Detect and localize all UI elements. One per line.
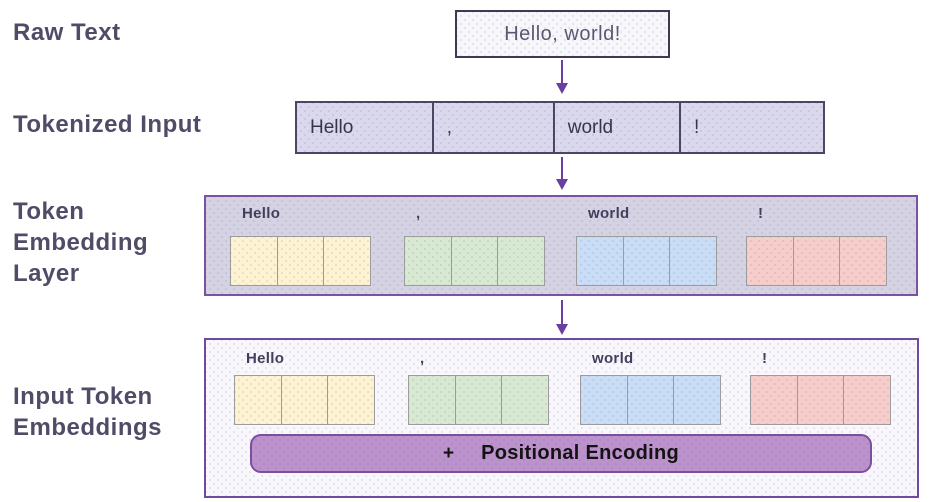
embedding-cell — [576, 236, 624, 286]
embedding-cell — [750, 375, 798, 425]
arrow-head — [556, 324, 568, 335]
embedding-vector — [576, 236, 717, 286]
embedding-cell — [622, 236, 671, 286]
embedding-group-label: Hello — [242, 205, 281, 222]
token-text: , — [446, 116, 453, 138]
embedding-group-comma: , — [404, 205, 545, 286]
embedding-group-label: world — [592, 350, 634, 367]
token-embedding-layer-box: Hello , world ! — [204, 195, 918, 296]
embedding-group-label: Hello — [246, 350, 285, 367]
embedding-group-hello: Hello — [234, 350, 375, 425]
stage-label-raw-text: Raw Text — [13, 19, 121, 46]
token-cell-comma: , — [434, 103, 555, 152]
embedding-cell — [404, 236, 452, 286]
stage-label-token-embedding-layer: Token Embedding Layer — [13, 198, 149, 287]
positional-encoding-bar: + Positional Encoding — [250, 434, 872, 473]
embedding-group-label: , — [416, 205, 421, 222]
embedding-cell — [792, 236, 841, 286]
embedding-cell — [327, 375, 375, 425]
arrow-head — [556, 83, 568, 94]
embedding-cell — [501, 375, 549, 425]
embedding-group-exclamation: ! — [746, 205, 887, 286]
embedding-cell — [450, 236, 499, 286]
embedding-cell — [408, 375, 456, 425]
positional-encoding-label: Positional Encoding — [481, 442, 680, 464]
token-cell-world: world — [555, 103, 681, 152]
arrow-shaft — [561, 157, 563, 179]
token-text: world — [567, 116, 614, 138]
embedding-cell — [230, 236, 278, 286]
embedding-cell — [497, 236, 545, 286]
embedding-cell — [746, 236, 794, 286]
embedding-cell — [234, 375, 282, 425]
embedding-cell — [580, 375, 628, 425]
embedding-group-world: world — [576, 205, 717, 286]
raw-text-box: Hello, world! — [455, 10, 670, 58]
raw-text-value: Hello, world! — [504, 22, 621, 45]
embedding-group-label: , — [420, 350, 425, 367]
embedding-cell — [454, 375, 503, 425]
embedding-cell — [669, 236, 717, 286]
down-arrow-icon — [555, 157, 569, 190]
tokenized-input-row: Hello , world ! — [295, 101, 825, 154]
down-arrow-icon — [555, 60, 569, 94]
arrow-shaft — [561, 60, 563, 83]
arrow-shaft — [561, 300, 563, 324]
stage-label-tokenized-input: Tokenized Input — [13, 111, 202, 138]
embedding-cell — [280, 375, 329, 425]
embedding-cell — [843, 375, 891, 425]
stage-label-input-token-embeddings: Input Token Embeddings — [13, 383, 163, 441]
embedding-group-label: world — [588, 205, 630, 222]
token-cell-exclamation: ! — [681, 103, 823, 152]
embedding-group-hello: Hello — [230, 205, 371, 286]
embedding-cell — [796, 375, 845, 425]
token-text: ! — [693, 116, 700, 138]
embedding-cell — [276, 236, 325, 286]
embedding-group-label: ! — [762, 350, 768, 367]
token-text: Hello — [310, 116, 354, 138]
embedding-vector — [408, 375, 549, 425]
embedding-vector — [746, 236, 887, 286]
embedding-vector — [580, 375, 721, 425]
embedding-group-exclamation: ! — [750, 350, 891, 425]
embedding-cell — [626, 375, 675, 425]
embedding-cell — [323, 236, 371, 286]
embedding-group-comma: , — [408, 350, 549, 425]
embedding-group-label: ! — [758, 205, 764, 222]
embedding-vector — [750, 375, 891, 425]
plus-icon: + — [442, 442, 455, 464]
embedding-vector — [404, 236, 545, 286]
token-cell-hello: Hello — [297, 103, 434, 152]
down-arrow-icon — [555, 300, 569, 335]
embedding-cell — [673, 375, 721, 425]
embedding-group-world: world — [580, 350, 721, 425]
input-token-embeddings-box: Hello , world ! + Positional Encoding — [204, 338, 919, 498]
arrow-head — [556, 179, 568, 190]
embedding-vector — [234, 375, 375, 425]
embedding-vector — [230, 236, 371, 286]
embedding-cell — [839, 236, 887, 286]
